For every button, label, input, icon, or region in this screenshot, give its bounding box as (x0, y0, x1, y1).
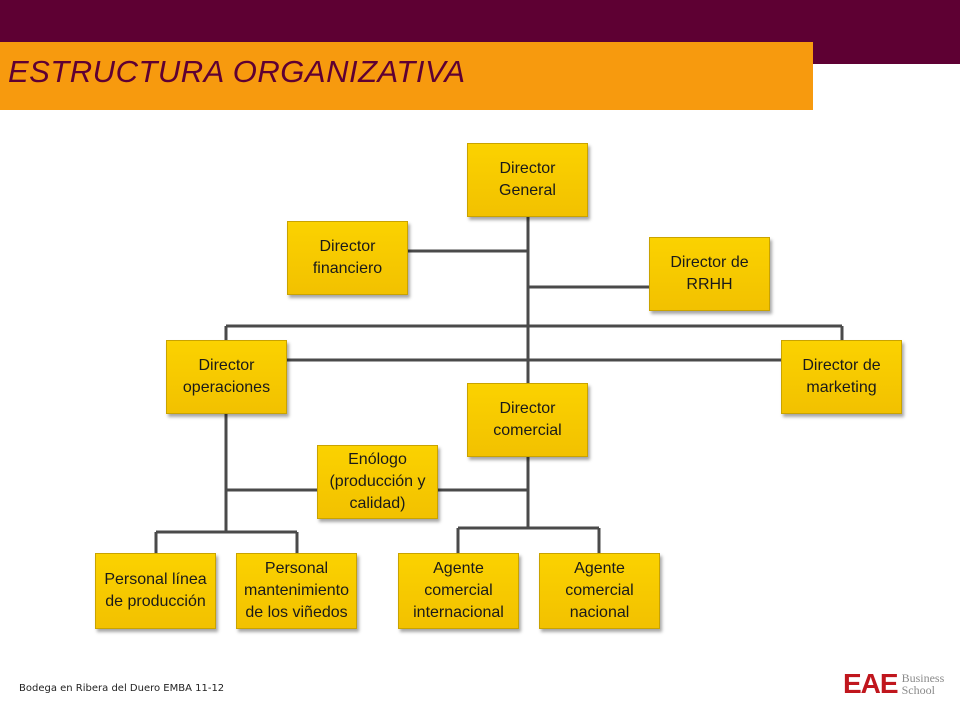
director-marketing-box: Director de marketing (781, 340, 902, 414)
agente-nacional-box: Agente comercial nacional (539, 553, 660, 629)
director-comercial-box: Director comercial (467, 383, 588, 457)
logo-sub-text: Business School (902, 672, 945, 696)
director-operaciones-box: Director operaciones (166, 340, 287, 414)
logo-line-business: Business (901, 671, 945, 685)
logo-line-school: School (901, 683, 935, 697)
enologo-box: Enólogo (producción y calidad) (317, 445, 438, 519)
footer-text: Bodega en Ribera del Duero EMBA 11-12 (19, 683, 225, 694)
title-bar (0, 42, 813, 110)
page-title: ESTRUCTURA ORGANIZATIVA (8, 54, 466, 89)
agente-internacional-box: Agente comercial internacional (398, 553, 519, 629)
eae-logo: EAE Business School (843, 668, 944, 700)
personal-linea-box: Personal línea de producción (95, 553, 216, 629)
personal-mantenimiento-box: Personal mantenimiento de los viñedos (236, 553, 357, 629)
director-rrhh-box: Director de RRHH (649, 237, 770, 311)
director-financiero-box: Director financiero (287, 221, 408, 295)
logo-main-text: EAE (843, 668, 899, 699)
director-general-box: Director General (467, 143, 588, 217)
